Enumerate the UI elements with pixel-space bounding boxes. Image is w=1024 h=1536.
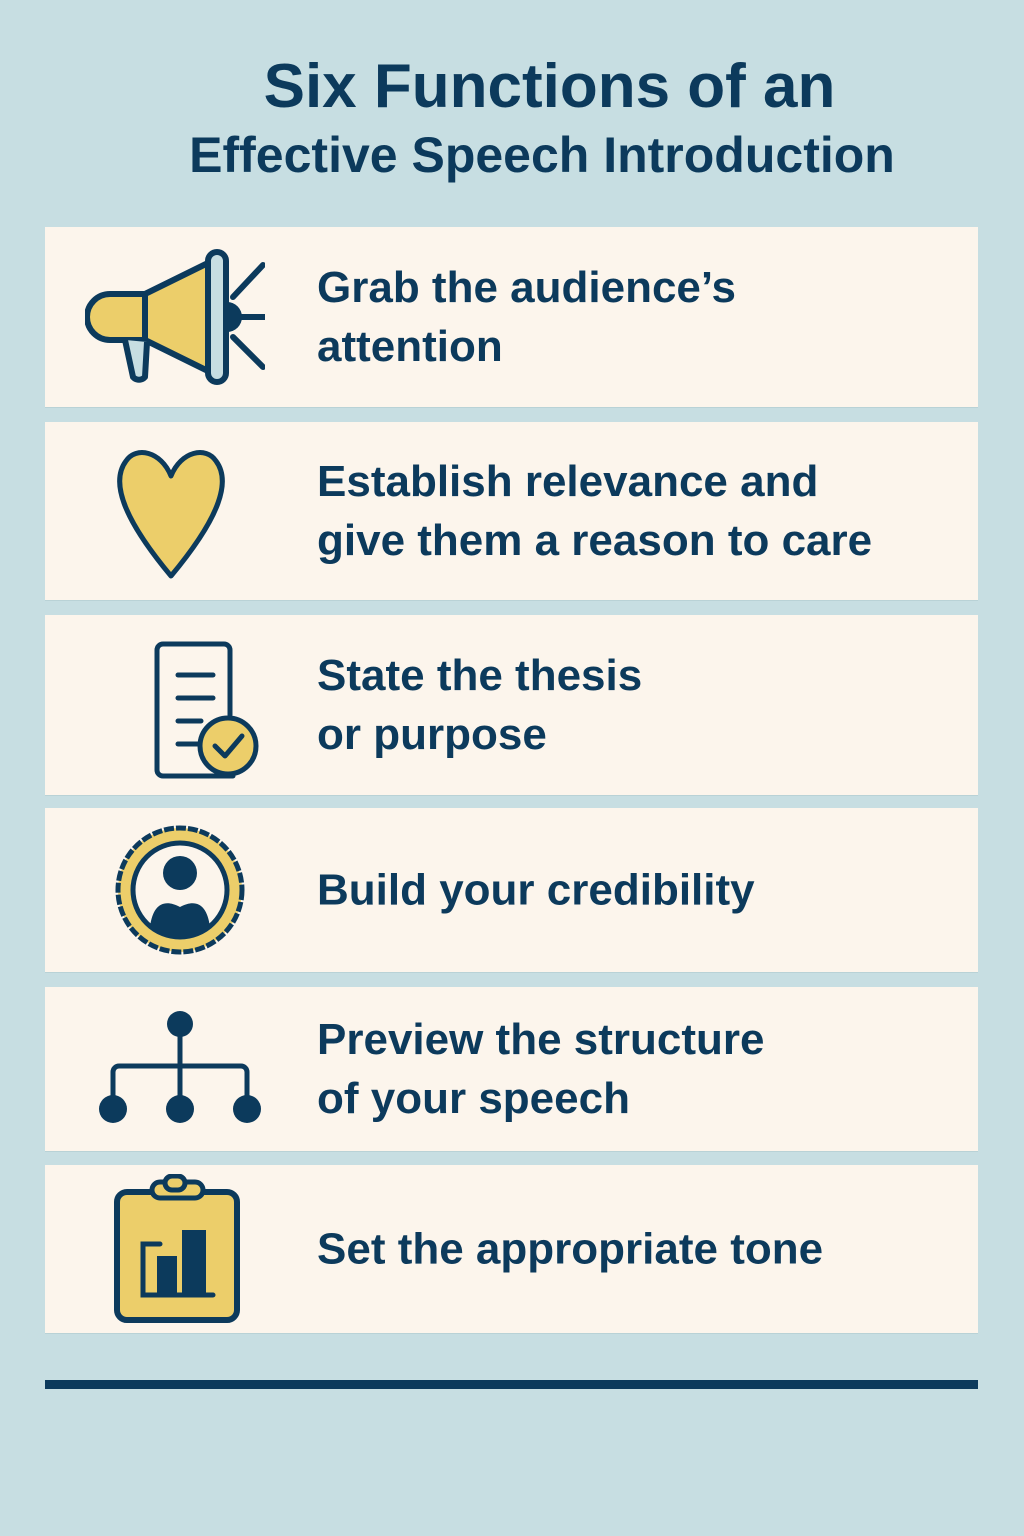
function-label: Grab the audience’s attention <box>317 263 736 371</box>
megaphone-icon <box>85 242 265 392</box>
function-card-relevance: Establish relevance and give them a reas… <box>45 422 978 600</box>
function-card-thesis: State the thesis or purpose <box>45 615 978 795</box>
function-label: Build your credibility <box>317 865 755 915</box>
bottom-divider <box>45 1380 978 1389</box>
heart-icon <box>85 436 265 586</box>
function-card-credibility: Build your credibility <box>45 808 978 972</box>
function-card-tone: Set the appropriate tone <box>45 1165 978 1333</box>
title-line-1: Six Functions of an <box>263 52 836 121</box>
function-card-preview: Preview the structure of your speech <box>45 987 978 1151</box>
clipboard-chart-icon <box>85 1174 265 1324</box>
page-title: Six Functions of an Effective Speech Int… <box>0 50 1024 186</box>
function-label: Establish relevance and give them a reas… <box>317 457 873 565</box>
function-label: Preview the structure of your speech <box>317 1015 765 1123</box>
function-label: Set the appropriate tone <box>317 1224 824 1274</box>
document-check-icon <box>85 630 265 780</box>
hierarchy-icon <box>85 994 265 1144</box>
title-line-2: Effective Speech Introduction <box>189 127 895 183</box>
function-card-attention: Grab the audience’s attention <box>45 227 978 407</box>
function-label: State the thesis or purpose <box>317 651 643 759</box>
badge-person-icon <box>85 815 265 965</box>
